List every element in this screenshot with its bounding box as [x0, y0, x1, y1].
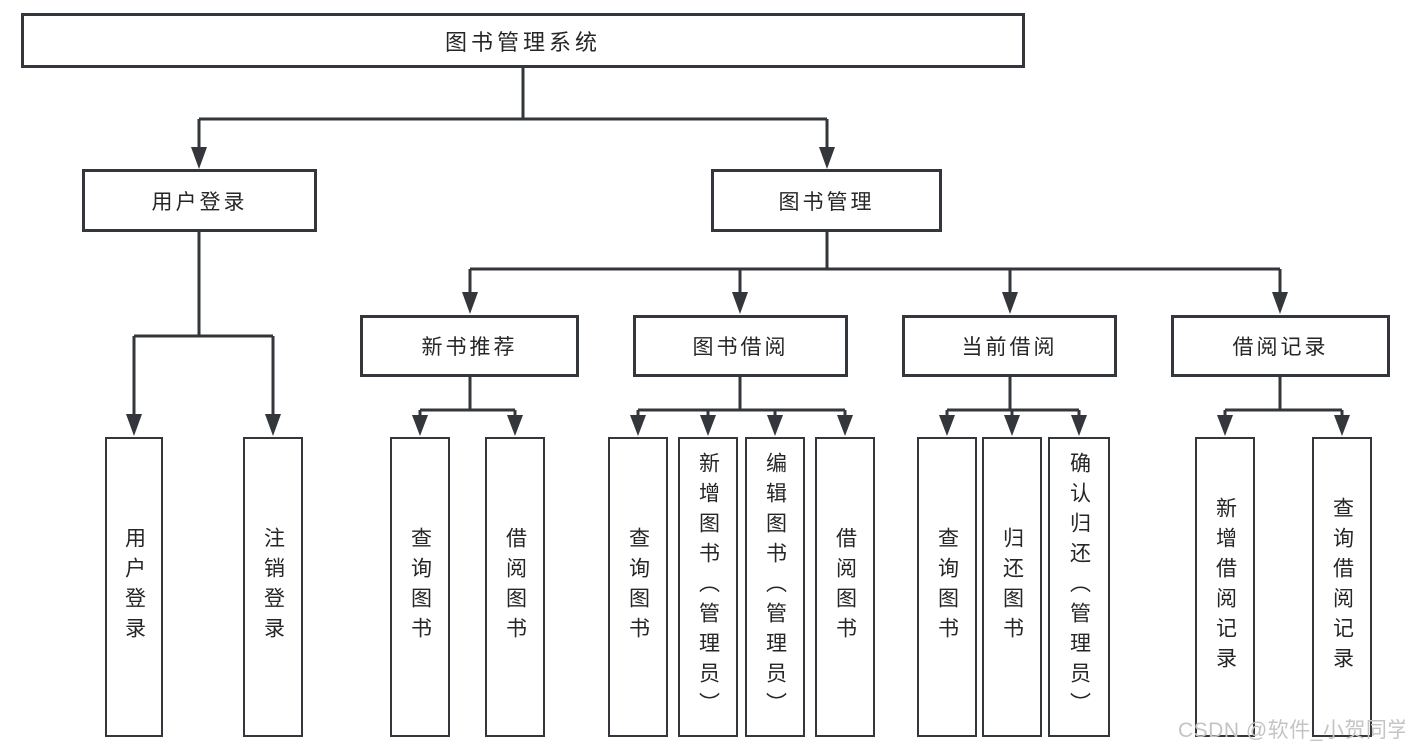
leaf-logout: 注销登录: [243, 437, 303, 737]
node-new-books: 新书推荐: [360, 315, 579, 377]
node-current-borrow: 当前借阅: [902, 315, 1117, 377]
node-root: 图书管理系统: [21, 13, 1025, 68]
connector-login-branch: [132, 232, 275, 415]
csdn-watermark: CSDN @软件_小贺同学: [1178, 719, 1405, 742]
node-user-login: 用户登录: [82, 169, 317, 232]
leaf-newbooks-borrow: 借阅图书: [485, 437, 545, 737]
leaf-borrow-edit-admin: 编辑图书（管理员）: [745, 437, 805, 737]
node-borrow-records: 借阅记录: [1171, 315, 1390, 377]
connector-newbooks-branch: [418, 377, 517, 417]
node-book-borrow: 图书借阅: [633, 315, 848, 377]
node-book-mgmt: 图书管理: [711, 169, 942, 232]
leaf-records-add: 新增借阅记录: [1195, 437, 1255, 737]
connector-bookborrow-branch: [636, 377, 847, 417]
leaf-borrow-add-admin: 新增图书（管理员）: [678, 437, 738, 737]
leaf-current-query: 查询图书: [917, 437, 977, 737]
connector-root-branch: [197, 68, 829, 148]
leaf-current-confirm-admin: 确认归还（管理员）: [1048, 437, 1110, 737]
leaf-records-query: 查询借阅记录: [1312, 437, 1372, 737]
connector-mgmt-branch: [468, 232, 1282, 293]
leaf-user-login: 用户登录: [105, 437, 163, 737]
leaf-borrow-query: 查询图书: [608, 437, 668, 737]
leaf-newbooks-query: 查询图书: [390, 437, 450, 737]
connector-records-branch: [1223, 377, 1344, 417]
leaf-borrow-borrow: 借阅图书: [815, 437, 875, 737]
connector-currentborrow-branch: [945, 377, 1081, 417]
leaf-current-return: 归还图书: [982, 437, 1042, 737]
